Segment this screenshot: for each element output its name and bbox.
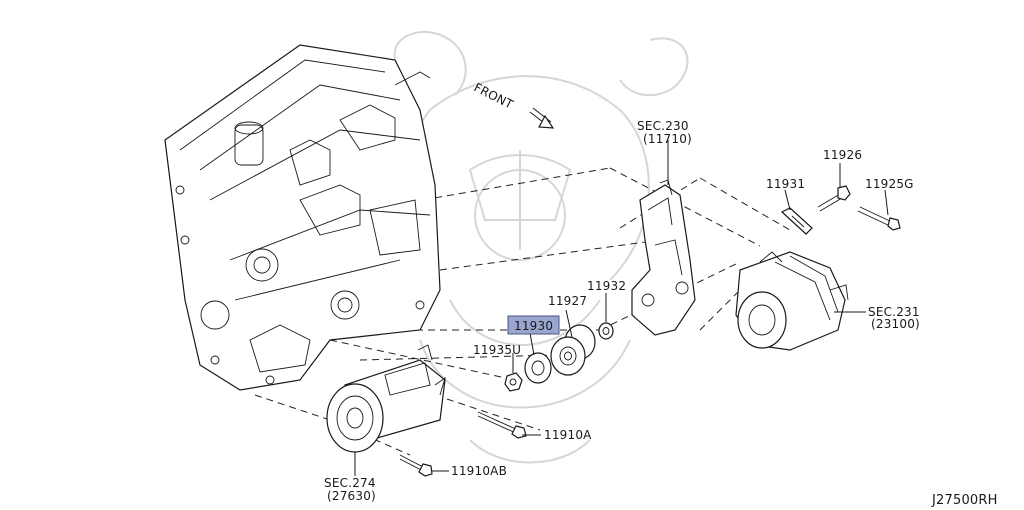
part-11931-bar [780, 207, 813, 235]
label-11910ab: 11910AB [451, 464, 507, 478]
label-sec230-code: (11710) [643, 132, 692, 146]
callout-labels: FRONT SEC.230 (11710) 11926 11931 11925G… [324, 80, 998, 508]
label-sec274-code: (27630) [327, 489, 376, 503]
alternator [735, 251, 849, 351]
engine-block [164, 44, 441, 391]
label-11935u: 11935U [473, 343, 521, 357]
label-sec231: SEC.231 [868, 305, 920, 319]
part-11930-plate [524, 352, 552, 384]
part-11925g-bolt [857, 206, 901, 231]
part-11932-washer [598, 322, 614, 340]
label-11930: 11930 [514, 319, 553, 333]
label-11910a: 11910A [544, 428, 592, 442]
label-sec230: SEC.230 [637, 119, 689, 133]
alternator-bracket [631, 179, 696, 336]
bolt-11910a [477, 411, 527, 439]
bolt-11910ab [399, 454, 433, 477]
leader-lines [354, 140, 889, 476]
part-11935u-nut [504, 372, 523, 392]
label-front: FRONT [472, 80, 516, 112]
label-sec274: SEC.274 [324, 476, 376, 490]
front-arrow-icon [529, 107, 555, 129]
part-11926-bolt [817, 185, 851, 212]
label-11925g: 11925G [865, 177, 914, 191]
part-11927-pulley [550, 324, 596, 376]
ac-compressor [326, 344, 446, 453]
diagram-code: J27500RH [931, 493, 998, 508]
label-11932: 11932 [587, 279, 626, 293]
label-11927: 11927 [548, 294, 587, 308]
label-sec231-code: (23100) [871, 317, 920, 331]
highlight-box-11930 [507, 315, 560, 335]
label-11926: 11926 [823, 148, 862, 162]
label-11931: 11931 [766, 177, 805, 191]
